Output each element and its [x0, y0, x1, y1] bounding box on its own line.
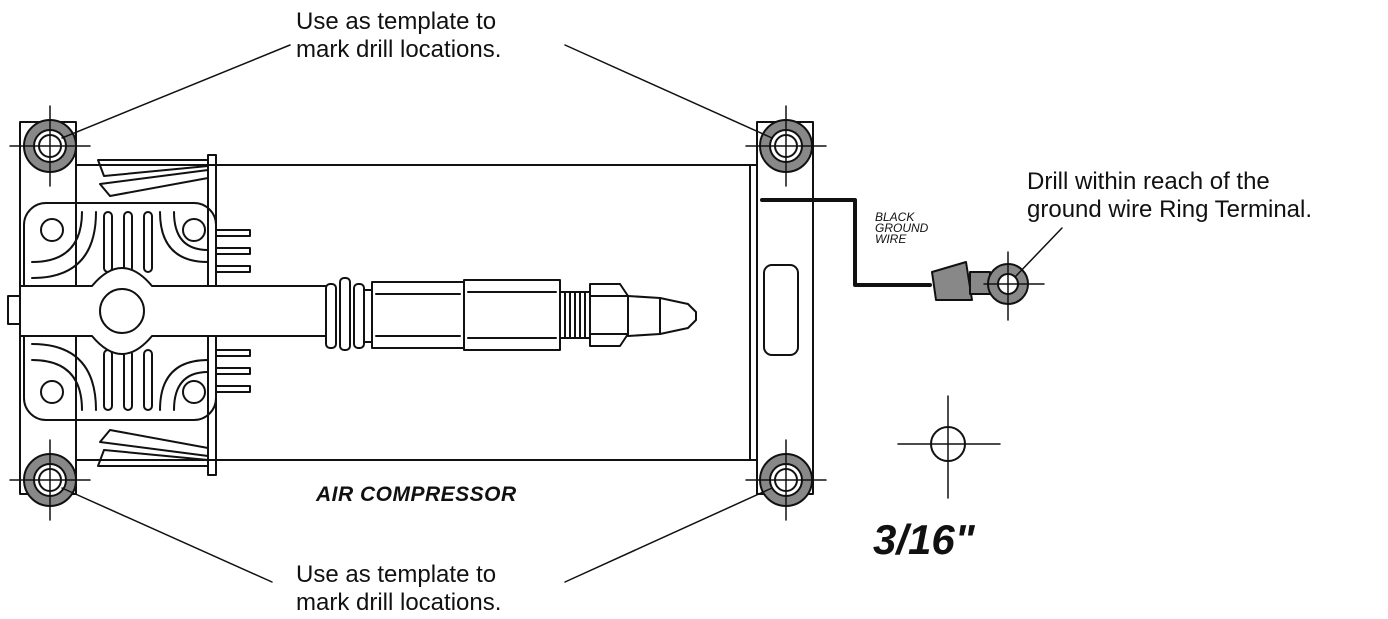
leader-top-left [61, 44, 291, 139]
mount-grommet-top-left [9, 105, 91, 187]
outlet-coupler [325, 277, 697, 351]
callout-line: Use as template to [296, 8, 497, 35]
wire-label-line: BLACK [875, 210, 915, 224]
callout-line: mark drill locations. [296, 36, 502, 63]
leader-bottom-left [61, 487, 273, 583]
right-mounting-bracket [756, 121, 814, 495]
drill-size-crosshair [897, 395, 1001, 499]
ground-terminal-callout: Drill within reach of the ground wire Ri… [1027, 168, 1312, 224]
callout-line: Drill within reach of the [1027, 168, 1270, 195]
ring-terminal [983, 251, 1045, 321]
drill-size-label: 3/16" [873, 516, 975, 563]
leader-ring-terminal [1015, 227, 1063, 277]
leader-bottom-right [564, 487, 773, 583]
piston-arm [19, 267, 331, 355]
wire-label-line: GROUND [875, 221, 929, 235]
ground-wire [760, 198, 991, 301]
leader-top-right [564, 44, 773, 139]
mount-grommet-bottom-right [745, 439, 827, 521]
ground-wire-label: BLACK GROUND WIRE [875, 210, 929, 246]
bottom-template-callout: Use as template to mark drill locations. [296, 561, 501, 617]
end-cap-slot [763, 264, 799, 356]
wire-label-line: WIRE [875, 232, 907, 246]
callout-line: ground wire Ring Terminal. [1027, 196, 1313, 223]
callout-line: mark drill locations. [296, 589, 502, 616]
callout-line: Use as template to [296, 561, 497, 588]
wire-crimp-sleeve [931, 261, 973, 301]
leader-lines [61, 44, 1063, 583]
mount-grommet-bottom-left [9, 439, 91, 521]
motor-head [23, 202, 251, 421]
mount-grommet-top-right [745, 105, 827, 187]
compressor-label: AIR COMPRESSOR [316, 483, 517, 506]
top-template-callout: Use as template to mark drill locations. [296, 8, 501, 64]
